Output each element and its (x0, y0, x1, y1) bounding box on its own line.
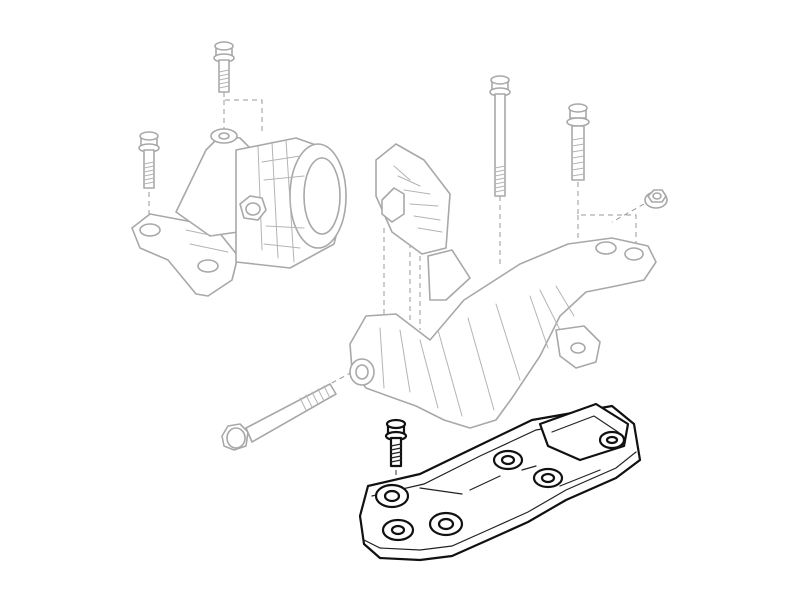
bracket-bolt-center (489, 75, 511, 197)
engine-mount-assembly (131, 128, 347, 297)
flange-nut (644, 189, 668, 209)
engine-mount-bolt-left (138, 131, 160, 189)
support-plate (358, 402, 642, 562)
bracket-bolt-right (566, 103, 590, 181)
transmission-mount-bracket (349, 143, 657, 429)
through-bolt (221, 383, 337, 451)
support-plate-bolt (384, 418, 408, 468)
engine-mount-bolt-top (213, 41, 235, 93)
